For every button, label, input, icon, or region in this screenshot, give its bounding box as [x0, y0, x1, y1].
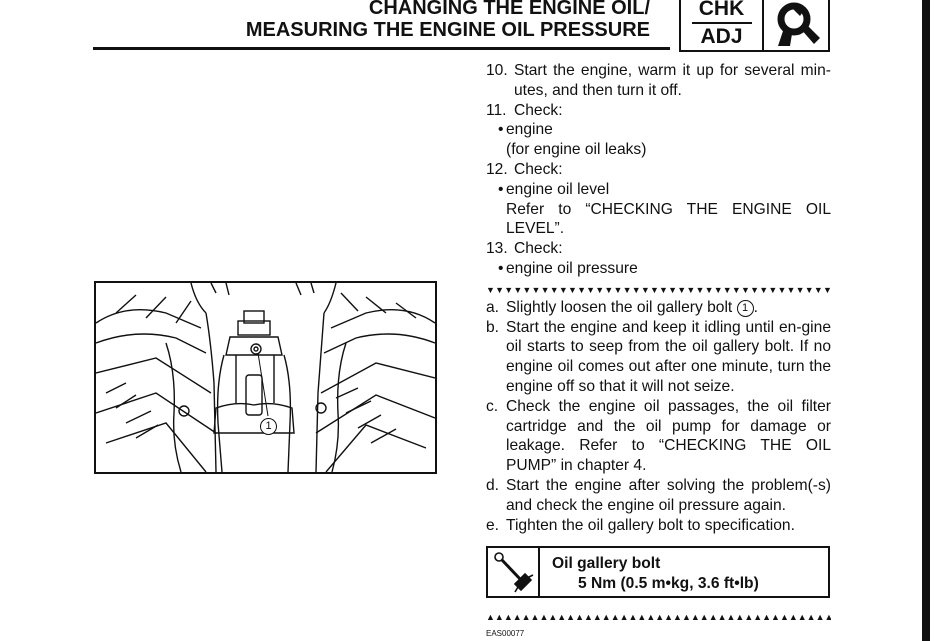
bullet-text: engine	[506, 121, 553, 139]
substep-d: d. Start the engine after solving the pr…	[486, 476, 831, 516]
engine-illustration: 1	[94, 281, 437, 474]
badge-divider	[691, 22, 752, 24]
bullet-item: • engine oil pressure	[486, 259, 831, 279]
substep-c: c. Check the engine oil passages, the oi…	[486, 397, 831, 476]
page-title-line-2: MEASURING THE ENGINE OIL PRESSURE	[245, 19, 650, 41]
section-badge: CHK ADJ	[679, 0, 830, 52]
substep-letter: c.	[486, 397, 499, 415]
bullet-dot: •	[498, 259, 504, 277]
procedure-end-marker: ▲▲▲▲▲▲▲▲▲▲▲▲▲▲▲▲▲▲▲▲▲▲▲▲▲▲▲▲▲▲▲▲▲▲▲▲▲▲▲▲…	[486, 612, 831, 622]
bullet-item: • engine oil level	[486, 180, 831, 200]
substep-text-part: .	[753, 298, 758, 316]
step-11: 11. Check:	[486, 101, 831, 121]
step-13: 13. Check:	[486, 239, 831, 259]
substep-text: Slightly loosen the oil gallery bolt 1.	[506, 298, 831, 318]
substep-letter: d.	[486, 476, 500, 494]
step-number: 10.	[486, 62, 508, 79]
bullet-dot: •	[498, 121, 504, 139]
substep-text-part: Slightly loosen the oil gallery bolt	[506, 298, 737, 316]
badge-chk-label: CHK	[698, 0, 745, 20]
badge-text-box: CHK ADJ	[681, 0, 764, 50]
torque-wrench-icon	[488, 548, 540, 596]
callout-1: 1	[260, 418, 277, 435]
substep-text: Check the engine oil passages, the oil f…	[506, 397, 831, 475]
substep-text: Start the engine and keep it idling unti…	[506, 318, 831, 395]
bullet-text: engine oil pressure	[506, 259, 638, 277]
substep-text: Start the engine after solving the probl…	[506, 476, 831, 514]
step-text: Check:	[514, 101, 563, 119]
badge-adj-label: ADJ	[700, 25, 743, 48]
step-number: 13.	[486, 240, 508, 258]
bullet-dot: •	[498, 180, 504, 198]
torque-spec-box: Oil gallery bolt 5 Nm (0.5 m•kg, 3.6 ft•…	[486, 546, 830, 598]
note-text: (for engine oil leaks)	[506, 141, 647, 159]
procedure-start-marker: ▼▼▼▼▼▼▼▼▼▼▼▼▼▼▼▼▼▼▼▼▼▼▼▼▼▼▼▼▼▼▼▼▼▼▼▼▼▼▼▼…	[486, 284, 831, 295]
procedure-text: 10. Start the engine, warm it up for sev…	[486, 61, 831, 535]
page-title: CHANGING THE ENGINE OIL/ MEASURING THE E…	[246, 0, 650, 41]
substep-b: b. Start the engine and keep it idling u…	[486, 318, 831, 397]
callout-1-ref: 1	[736, 299, 754, 317]
torque-spec-text: Oil gallery bolt 5 Nm (0.5 m•kg, 3.6 ft•…	[540, 548, 759, 596]
page-title-line-1: CHANGING THE ENGINE OIL/	[368, 0, 650, 19]
substep-letter: e.	[486, 516, 500, 534]
note-text: Refer to “CHECKING THE ENGINE OIL LEVEL”…	[506, 200, 831, 238]
substep-a: a. Slightly loosen the oil gallery bolt …	[486, 298, 831, 318]
torque-spec-value: 5 Nm (0.5 m•kg, 3.6 ft•lb)	[578, 574, 759, 592]
step-12: 12. Check:	[486, 160, 831, 180]
step-number: 11.	[486, 101, 507, 119]
step-text: Check:	[514, 160, 563, 178]
bullet-item: • engine	[486, 120, 831, 140]
substep-letter: b.	[486, 318, 500, 336]
page-edge-bar	[922, 0, 930, 641]
step-number: 12.	[486, 160, 508, 178]
step-text: Start the engine, warm it up for several…	[514, 62, 831, 99]
bullet-text: engine oil level	[506, 180, 610, 198]
substep-letter: a.	[486, 298, 500, 316]
step-10: 10. Start the engine, warm it up for sev…	[486, 61, 831, 101]
substep-text: Tighten the oil gallery bolt to specific…	[506, 516, 795, 534]
step-text: Check:	[514, 240, 563, 258]
torque-spec-label: Oil gallery bolt	[552, 555, 661, 572]
title-underline	[93, 47, 670, 50]
document-code: EAS00077	[486, 629, 525, 638]
wrench-magnifier-icon	[764, 0, 828, 50]
substep-e: e. Tighten the oil gallery bolt to speci…	[486, 516, 831, 536]
